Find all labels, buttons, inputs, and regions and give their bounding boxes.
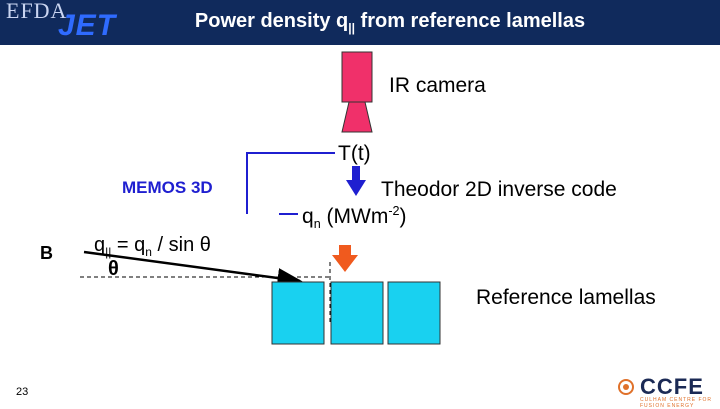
lamella-1 — [271, 281, 325, 345]
header-bar — [0, 0, 720, 45]
temperature-label: T(t) — [338, 142, 371, 165]
red-arrow-head — [332, 255, 358, 272]
theta-label: θ — [108, 258, 119, 280]
projection-formula: q|| = qn / sin θ — [94, 234, 211, 259]
red-arrow-shaft — [339, 245, 351, 255]
memos-label: MEMOS 3D — [122, 178, 213, 197]
lamella-2 — [330, 281, 384, 345]
ir-camera-label: IR camera — [389, 74, 486, 97]
blue-arrow-head — [346, 180, 366, 196]
slide-title: Power density q|| from reference lamella… — [194, 10, 586, 35]
reference-lamellas-label: Reference lamellas — [476, 286, 656, 309]
ir-camera-body — [341, 51, 373, 103]
ccfe-logo-mark — [618, 379, 634, 395]
blue-arrow-shaft — [352, 166, 360, 180]
ir-camera-lens — [341, 101, 373, 133]
jet-logo: JET — [58, 9, 117, 42]
page-number: 23 — [16, 386, 29, 398]
memos-connector — [246, 152, 335, 214]
field-line-arrow — [83, 250, 303, 288]
theodor-code-label: Theodor 2D inverse code — [381, 178, 617, 201]
efda-logo: EFDA — [6, 0, 68, 23]
heat-flux-label: qn (MWm-2) — [302, 204, 407, 232]
ccfe-logo-subtitle: CULHAM CENTRE FOR FUSION ENERGY — [640, 397, 713, 409]
lamella-3 — [387, 281, 441, 345]
ccfe-logo: CCFE — [640, 374, 704, 399]
b-field-label: B — [40, 243, 53, 263]
